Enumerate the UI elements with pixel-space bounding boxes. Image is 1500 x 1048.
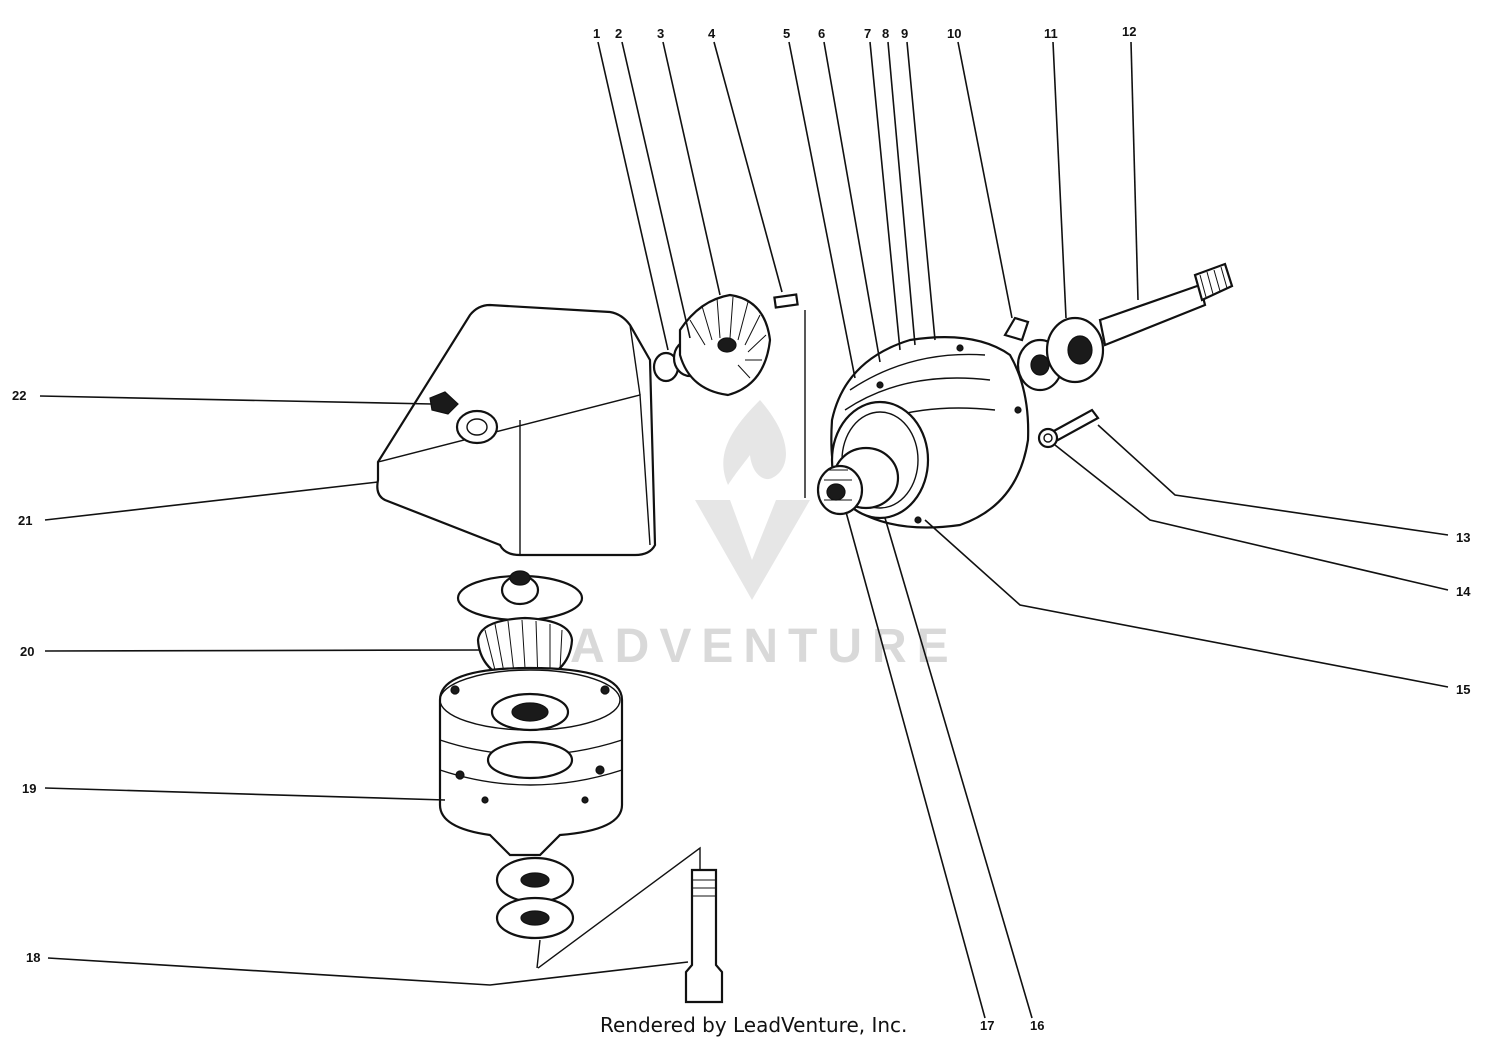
leader-21 [44,481,379,521]
leader-10 [957,41,1013,319]
leader-15 [924,519,1449,688]
gearbox-cover [376,303,657,557]
gear-housing [816,336,1030,529]
leader-8 [887,41,916,346]
callout-6: 6 [818,26,825,41]
callout-20: 20 [20,644,34,659]
callout-8: 8 [882,26,889,41]
leader-5 [788,41,856,379]
watermark-v-icon [695,500,810,600]
leader-11 [1052,41,1067,319]
callout-10: 10 [947,26,961,41]
leader-20 [44,649,481,652]
leader-1 [597,41,669,351]
callout-4: 4 [708,26,716,41]
leader-6 [823,41,881,363]
callout-3: 3 [657,26,664,41]
bevel-gear-stack [652,293,806,498]
leader-18 [47,957,689,986]
callout-2: 2 [615,26,622,41]
callout-7: 7 [864,26,871,41]
leader-16 [884,517,1033,1019]
leader-lines [39,41,1449,1019]
callout-5: 5 [783,26,790,41]
watermark-text: ADVENTURE [570,620,959,673]
leader-17 [845,511,986,1019]
leader-22 [39,395,433,405]
callout-14: 14 [1456,584,1471,599]
leader-14 [1054,444,1449,591]
leader-19 [44,787,446,801]
callout-11: 11 [1044,26,1058,41]
callout-19: 19 [22,781,36,796]
leader-13 [1097,424,1449,536]
callout-12: 12 [1122,24,1136,39]
callout-16: 16 [1030,1018,1044,1033]
leader-7 [869,41,901,351]
callout-22: 22 [12,388,26,403]
leader-9 [906,41,936,341]
watermark: ADVENTURE [570,400,959,673]
callout-17: 17 [980,1018,994,1033]
callout-labels: 1 2 3 4 5 6 7 8 9 10 11 12 13 14 15 16 1… [12,24,1471,1033]
watermark-flame-icon [723,400,786,485]
callout-15: 15 [1456,682,1470,697]
render-credit: Rendered by LeadVenture, Inc. [600,1013,908,1037]
leader-2 [621,41,691,339]
callout-9: 9 [901,26,908,41]
input-shaft-assembly [1003,262,1234,449]
spindle [536,846,724,1004]
leader-4 [713,41,783,293]
callout-1: 1 [593,26,600,41]
callout-18: 18 [26,950,40,965]
callout-21: 21 [18,513,32,528]
leader-12 [1130,41,1139,301]
leader-3 [662,41,721,296]
callout-13: 13 [1456,530,1470,545]
lower-housing [438,666,624,940]
